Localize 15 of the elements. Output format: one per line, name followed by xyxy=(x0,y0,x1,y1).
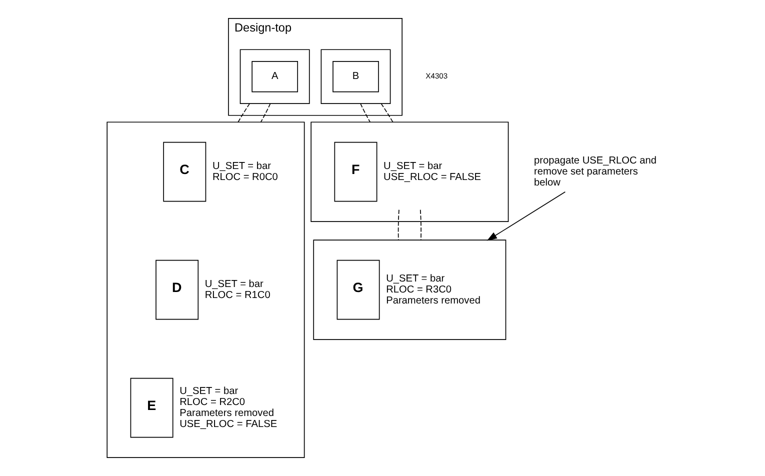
node-label: Parameters removed xyxy=(180,408,274,419)
label: X4303 xyxy=(426,71,448,80)
node-label: RLOC = R2C0 xyxy=(180,396,246,408)
node-label: RLOC = R1C0 xyxy=(204,290,270,301)
node-label: RLOC = R3C0 xyxy=(386,284,452,296)
node-text: propagate USE_RLOC and remove set parameters below xyxy=(534,155,657,188)
node-label: U_SET = bar xyxy=(204,278,264,290)
node-label: U_SET = bar xyxy=(386,273,445,284)
node-label: USE_RLOC = FALSE xyxy=(384,172,482,183)
node-label: RLOC = R0C0 xyxy=(212,172,278,183)
node-label: USE_RLOC = FALSE xyxy=(180,418,278,430)
node-label: U_SET = bar xyxy=(384,160,442,172)
node-label: U_SET = bar xyxy=(212,160,272,172)
node-label: U_SET = bar xyxy=(180,386,238,398)
node-label: Parameters removed xyxy=(386,295,480,306)
